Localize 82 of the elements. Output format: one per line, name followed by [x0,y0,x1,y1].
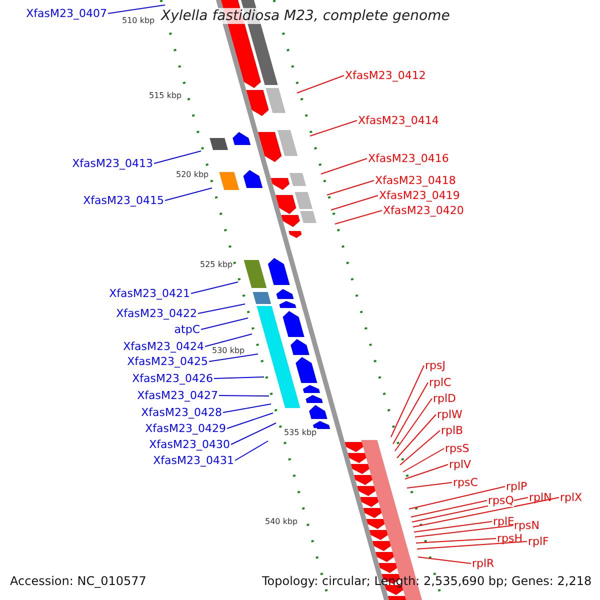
leader-line [214,376,264,379]
leader-line [404,464,448,480]
leader-line [310,120,358,136]
gene-label: rplN [529,491,552,504]
leader-line [412,497,560,528]
gene-label: XfasM23_0430 [149,438,230,451]
leader-line [218,395,270,396]
gene-label: XfasM23_0407 [26,7,107,20]
gene-label: XfasM23_0424 [123,340,204,353]
leader-line [418,556,472,564]
gene-label: rpsC [453,476,478,489]
scale-tick-label: 520 kbp [176,170,209,179]
leader-line [190,282,238,294]
gene-label: XfasM23_0431 [153,454,234,467]
leader-line [414,521,492,532]
gene-label: rplD [433,392,456,405]
gene-label: rplF [528,535,549,548]
gene-label: XfasM23_0416 [368,152,449,165]
leader-line [394,398,432,452]
genome-stats-text: Topology: circular; Length: 2,535,690 bp; Genes: 2,218 [262,574,592,588]
scale-tick-label: 540 kbp [265,517,298,526]
scale-tick-label: 530 kbp [212,346,245,355]
scale-tick-label: 515 kbp [149,91,182,100]
scale-tick-label: 510 kbp [122,16,155,25]
leader-line [414,525,514,538]
leader-line [416,538,496,544]
gene-label: XfasM23_0419 [379,189,460,202]
leader-line [410,500,488,518]
leader-line [200,318,248,330]
gene-label: rplB [441,424,464,437]
leader-line [390,365,424,438]
gene-label: rplP [506,480,528,493]
gene-label: XfasM23_0415 [83,194,164,207]
gene-label: rpsN [514,519,540,532]
gene-label: rpsH [497,532,523,545]
leader-line [330,195,378,210]
leader-line [222,404,272,413]
leader-line [326,180,374,196]
leader-line [226,412,274,429]
gene-label: XfasM23_0414 [358,114,439,127]
gene-label: rpsQ [488,494,514,507]
leader-line [392,382,428,444]
gene-label: XfasM23_0422 [116,307,197,320]
leader-line [108,4,166,14]
gene-label: XfasM23_0421 [109,287,190,300]
gene-label: rplC [429,376,452,389]
leader-line [208,354,258,362]
leader-line [406,482,452,488]
gene-label: XfasM23_0420 [383,204,464,217]
leader-line [402,448,444,472]
gene-label: rpsJ [425,359,446,372]
leader-line [204,334,252,347]
leader-line [396,414,436,458]
gene-label: XfasM23_0427 [137,389,218,402]
scale-tick-label: 535 kbp [284,428,317,437]
leader-line [408,486,506,510]
gene-label: XfasM23_0425 [127,355,208,368]
gene-label: XfasM23_0428 [141,406,222,419]
gene-label: rpsS [445,442,470,455]
leader-line [400,430,440,466]
gene-label: XfasM23_0429 [145,422,226,435]
leader-line [416,541,528,550]
accession-text: Accession: NC_010577 [10,574,146,588]
leader-line [320,158,368,174]
gene-label: XfasM23_0426 [132,372,213,385]
leader-line [234,440,268,461]
leader-line [296,75,344,94]
gene-label: XfasM23_0412 [345,69,426,82]
gene-label: rplV [449,458,472,471]
gene-label: rplR [472,557,494,570]
scale-tick-label: 525 kbp [200,260,233,269]
leader-line [334,210,382,224]
leader-line [154,150,202,164]
gene-label: rplE [493,515,515,528]
gene-label: atpC [174,323,200,336]
gene-label: XfasM23_0413 [72,157,153,170]
leader-line [198,304,246,314]
gene-label: rplW [437,408,462,421]
leader-line [230,422,276,445]
leader-line [164,188,212,201]
gene-label: XfasM23_0418 [375,174,456,187]
gene-label: rplX [560,491,582,504]
